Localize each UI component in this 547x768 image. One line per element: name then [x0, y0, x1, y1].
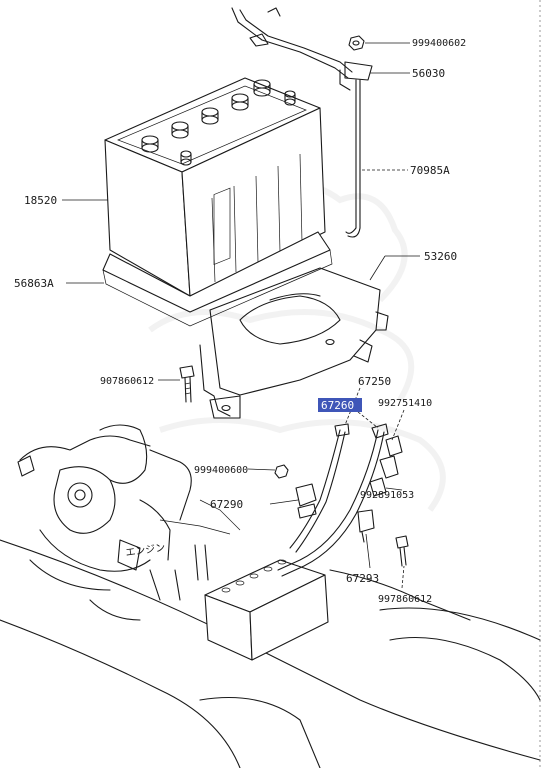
label-907860612[interactable]: 907860612	[100, 376, 154, 387]
nut-999400602[interactable]	[348, 35, 365, 51]
hold-down-rod-70985A[interactable]	[345, 79, 361, 238]
label-999400602[interactable]: 999400602	[412, 38, 466, 49]
battery-18520[interactable]	[104, 77, 326, 297]
bolt-907860612[interactable]	[179, 365, 195, 403]
battery-cable-67250[interactable]	[289, 423, 350, 553]
clip-67290[interactable]	[295, 483, 317, 519]
engine-bay-outline	[0, 424, 541, 768]
label-67250[interactable]: 67250	[358, 375, 391, 388]
battery-tray-53260[interactable]	[199, 267, 389, 419]
label-999400600[interactable]: 999400600	[194, 465, 248, 476]
battery-hold-down-bracket[interactable]	[231, 7, 373, 91]
label-70985A[interactable]: 70985A	[410, 164, 450, 177]
label-992751410[interactable]: 992751410	[378, 398, 432, 409]
clip-992891053[interactable]	[369, 477, 387, 497]
label-67260[interactable]: 67260	[321, 399, 354, 412]
label-56030[interactable]: 56030	[412, 67, 445, 80]
label-56863A[interactable]: 56863A	[14, 277, 54, 290]
battery-tray-mat-56863A[interactable]	[102, 231, 333, 327]
bracket-67293[interactable]	[357, 509, 375, 543]
label-67290[interactable]: 67290	[210, 498, 243, 511]
nut-999400600[interactable]	[274, 464, 289, 479]
label-18520[interactable]: 18520	[24, 194, 57, 207]
label-53260[interactable]: 53260	[424, 250, 457, 263]
label-67293[interactable]: 67293	[346, 572, 379, 585]
bolt-997860612[interactable]	[395, 535, 409, 567]
label-997860612[interactable]: 997860612	[378, 594, 432, 605]
highlight-67260	[318, 398, 362, 412]
battery-cable-67260[interactable]	[277, 423, 389, 577]
battery-installed	[204, 559, 329, 661]
clamp-992751410[interactable]	[379, 435, 403, 479]
leader-lines	[62, 42, 420, 589]
label-992891053[interactable]: 992891053	[360, 490, 414, 501]
